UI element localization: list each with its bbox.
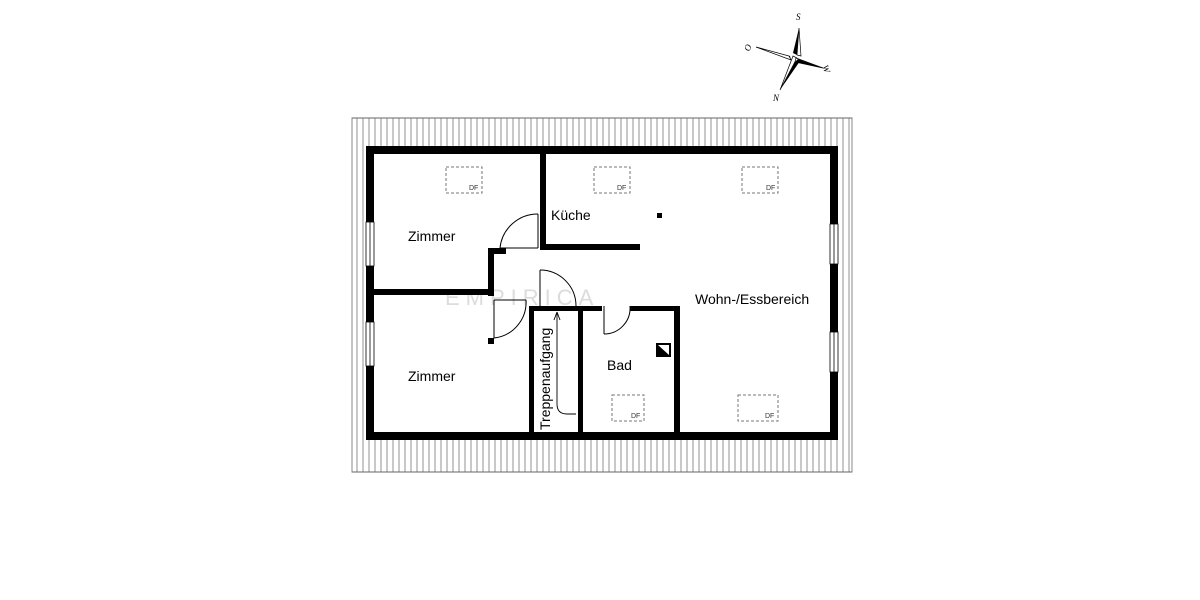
room-label-treppenaufgang: Treppenaufgang [537,328,553,430]
dormer-label: DF [765,413,774,420]
dormer-3 [741,166,779,194]
dormer-label: DF [617,185,626,192]
compass-o: O [742,42,754,52]
dormer-5 [737,394,779,422]
interior-walls [370,150,680,436]
room-label-zimmer-top: Zimmer [408,228,456,244]
windows [365,221,839,373]
dormer-1 [445,166,483,194]
dormer-2 [593,166,631,194]
compass-s: S [796,12,801,22]
compass-w: W [820,63,832,75]
stair [553,311,576,415]
doors [493,213,631,339]
room-label-bad: Bad [607,357,632,373]
dormer-label: DF [766,185,775,192]
compass-n: N [772,93,780,103]
room-label-wohn: Wohn-/Essbereich [695,291,809,307]
roof-hatching [351,117,853,473]
room-label-zimmer-bottom: Zimmer [408,368,456,384]
dormer-label: DF [631,413,640,420]
dormers [445,166,779,422]
dormer-labels: DF DF DF DF DF [469,185,775,420]
compass-icon: S W N O [742,12,833,103]
dormer-4 [611,394,645,422]
shaft-diagonal [658,345,669,355]
room-label-kueche: Küche [551,207,591,223]
dormer-label: DF [469,185,478,192]
